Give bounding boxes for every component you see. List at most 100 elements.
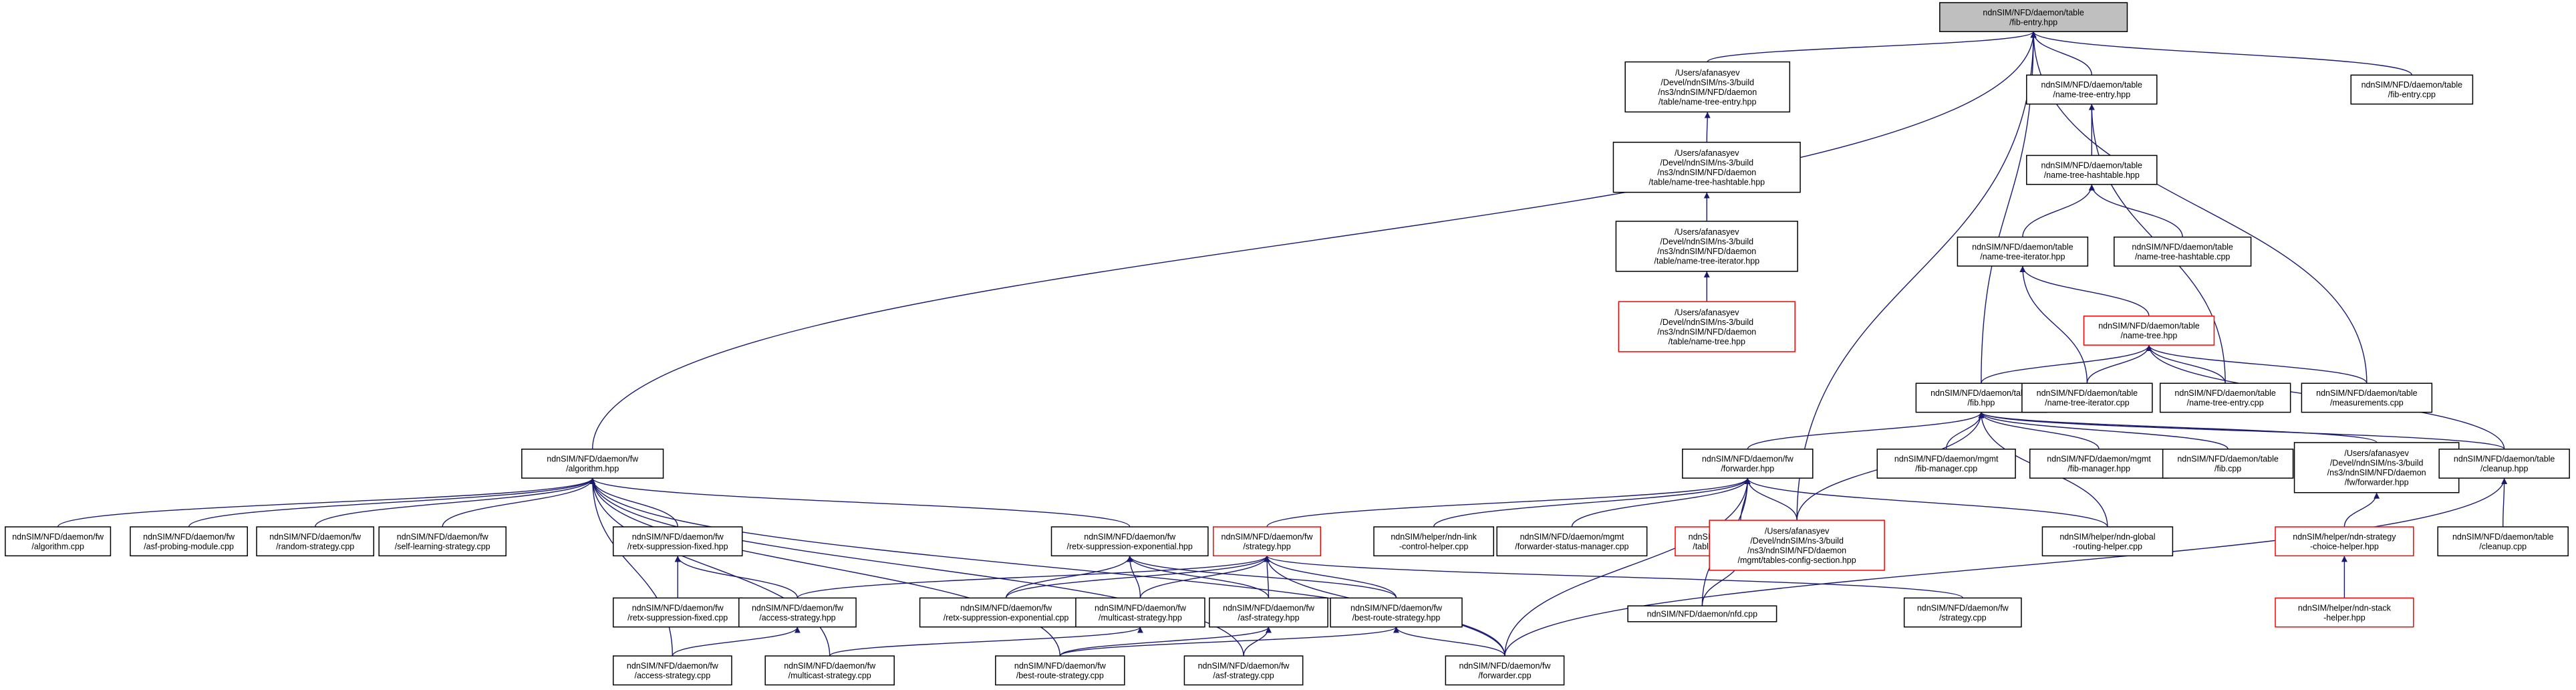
include-edge	[674, 556, 799, 598]
graph-node-fibcpp[interactable]: ndnSIM/NFD/daemon/table/fib.cpp	[2162, 449, 2294, 479]
graph-node-cleanup[interactable]: ndnSIM/NFD/daemon/table/cleanup.hpp	[2438, 449, 2570, 479]
graph-node-multicastcpp[interactable]: ndnSIM/NFD/daemon/fw/multicast-strategy.…	[764, 655, 895, 686]
node-box	[2041, 526, 2174, 557]
graph-node-nti_abs[interactable]: /Users/afanasyev/Devel/ndnSIM/ns-3/build…	[1615, 221, 1798, 272]
graph-node-ntecpp[interactable]: ndnSIM/NFD/daemon/table/name-tree-entry.…	[2159, 382, 2291, 413]
node-box	[2083, 316, 2215, 346]
graph-node-nti[interactable]: ndnSIM/NFD/daemon/table/name-tree-iterat…	[1957, 236, 2089, 267]
graph-node-accesshpp[interactable]: ndnSIM/NFD/daemon/fw/access-strategy.hpp	[738, 597, 857, 628]
graph-node-tcs_abs[interactable]: /Users/afanasyev/Devel/ndnSIM/ns-3/build…	[1709, 520, 1885, 571]
node-box	[1627, 605, 1777, 622]
node-label-line: /measurements.cpp	[2330, 398, 2404, 408]
graph-node-nticpp[interactable]: ndnSIM/NFD/daemon/table/name-tree-iterat…	[2021, 382, 2153, 413]
node-label-line: ndnSIM/NFD/daemon/mgmt	[1520, 532, 1624, 542]
graph-node-strathelper[interactable]: ndnSIM/helper/ndn-strategy-choice-helper…	[2275, 526, 2414, 557]
node-box	[1709, 520, 1885, 571]
graph-node-asfprob[interactable]: ndnSIM/NFD/daemon/fw/asf-probing-module.…	[130, 526, 248, 557]
node-label-line: /retx-suppression-exponential.cpp	[944, 613, 1069, 622]
node-label-line: ndnSIM/NFD/daemon/mgmt	[1894, 455, 1999, 464]
graph-node-retxexp[interactable]: ndnSIM/NFD/daemon/fw/retx-suppression-ex…	[1050, 526, 1209, 557]
node-box	[1618, 301, 1796, 352]
graph-node-cleanupcpp[interactable]: ndnSIM/NFD/daemon/table/cleanup.cpp	[2437, 526, 2569, 557]
include-edge	[442, 477, 596, 528]
graph-node-random[interactable]: ndnSIM/NFD/daemon/fw/random-strategy.cpp	[256, 526, 375, 557]
graph-node-fwd[interactable]: ndnSIM/NFD/daemon/fw/forwarder.hpp	[1682, 449, 1814, 479]
graph-node-algocpp[interactable]: ndnSIM/NFD/daemon/fw/algorithm.cpp	[5, 526, 112, 557]
graph-node-selflearn[interactable]: ndnSIM/NFD/daemon/fw/self-learning-strat…	[378, 526, 507, 557]
graph-node-asfhpp[interactable]: ndnSIM/NFD/daemon/fw/asf-strategy.hpp	[1209, 597, 1328, 628]
include-edge	[57, 477, 596, 528]
include-edge	[1981, 31, 2037, 384]
include-edge	[1005, 556, 1270, 598]
include-edge	[1744, 478, 1798, 521]
graph-node-retxfixedcpp[interactable]: ndnSIM/NFD/daemon/fw/retx-suppression-fi…	[612, 597, 743, 628]
node-label-line: /forwarder.hpp	[1721, 464, 1774, 473]
node-box	[1209, 597, 1328, 628]
graph-node-linkctl[interactable]: ndnSIM/helper/ndn-link-control-helper.cp…	[1373, 526, 1494, 557]
graph-node-root[interactable]: ndnSIM/NFD/daemon/table/fib-entry.hpp	[1939, 2, 2128, 33]
node-label-line: ndnSIM/NFD/daemon/fw	[397, 532, 489, 542]
graph-node-nt_abs[interactable]: /Users/afanasyev/Devel/ndnSIM/ns-3/build…	[1618, 301, 1796, 352]
graph-node-nthcpp[interactable]: ndnSIM/NFD/daemon/table/name-tree-hashta…	[2114, 236, 2252, 267]
node-label-line: /name-tree-iterator.cpp	[2045, 398, 2129, 408]
graph-node-nfdcpp[interactable]: ndnSIM/NFD/daemon/nfd.cpp	[1627, 605, 1777, 622]
graph-node-strategy[interactable]: ndnSIM/NFD/daemon/fw/strategy.hpp	[1212, 526, 1321, 557]
graph-node-asfcpp[interactable]: ndnSIM/NFD/daemon/fw/asf-strategy.cpp	[1183, 655, 1304, 686]
node-box	[256, 526, 375, 557]
node-box	[378, 526, 507, 557]
include-edge	[2022, 184, 2095, 237]
include-edge	[1978, 412, 2229, 450]
node-box	[2437, 526, 2569, 557]
graph-node-multicasthpp[interactable]: ndnSIM/NFD/daemon/fw/multicast-strategy.…	[1075, 597, 1205, 628]
include-edge	[2019, 265, 2150, 316]
graph-node-globalrouting[interactable]: ndnSIM/helper/ndn-global-routing-helper.…	[2041, 526, 2174, 557]
node-label-line: /forwarder.cpp	[1478, 671, 1531, 680]
node-label-line: /name-tree-hashtable.hpp	[2044, 170, 2140, 180]
graph-node-nt[interactable]: ndnSIM/NFD/daemon/table/name-tree.hpp	[2083, 316, 2215, 346]
graph-node-accesscpp[interactable]: ndnSIM/NFD/daemon/fw/access-strategy.cpp	[612, 655, 732, 686]
node-box	[2301, 382, 2433, 413]
graph-node-bestroutehpp[interactable]: ndnSIM/NFD/daemon/fw/best-route-strategy…	[1330, 597, 1463, 628]
graph-node-fibmgr1[interactable]: ndnSIM/NFD/daemon/mgmt/fib-manager.cpp	[1876, 449, 2016, 479]
graph-node-nth[interactable]: ndnSIM/NFD/daemon/table/name-tree-hashta…	[2026, 154, 2158, 185]
graph-node-bestroutecpp[interactable]: ndnSIM/NFD/daemon/fw/best-route-strategy…	[995, 655, 1125, 686]
graph-node-retxexpcpp[interactable]: ndnSIM/NFD/daemon/fw/retx-suppression-ex…	[919, 597, 1093, 628]
graph-node-meas[interactable]: ndnSIM/NFD/daemon/table/measurements.cpp	[2301, 382, 2433, 413]
node-label-line: /Users/afanasyev	[1675, 148, 1739, 158]
graph-node-fwd_abs[interactable]: /Users/afanasyev/Devel/ndnSIM/ns-3/build…	[2293, 442, 2460, 493]
node-label-line: /Devel/ndnSIM/ns-3/build	[1750, 536, 1844, 546]
include-edge	[1747, 412, 1985, 450]
node-box	[2026, 74, 2158, 105]
graph-node-algo[interactable]: ndnSIM/NFD/daemon/fw/algorithm.hpp	[521, 449, 664, 479]
node-box	[2293, 442, 2460, 493]
node-box	[1876, 449, 2016, 479]
node-layer: ndnSIM/NFD/daemon/table/fib-entry.hpp/Us…	[5, 2, 2570, 686]
node-label-line: ndnSIM/NFD/daemon/table	[1983, 8, 2084, 17]
node-box	[764, 655, 895, 686]
node-label-line: /ns3/ndnSIM/NFD/daemon	[1657, 168, 1756, 177]
graph-node-fibcpp_e[interactable]: ndnSIM/NFD/daemon/table/fib-entry.cpp	[2350, 74, 2474, 105]
include-edge	[589, 478, 1061, 657]
include-edge	[1707, 31, 2037, 63]
graph-node-fibmgr2[interactable]: ndnSIM/NFD/daemon/mgmt/fib-manager.hpp	[2029, 449, 2169, 479]
node-label-line: /self-learning-strategy.cpp	[395, 542, 490, 551]
node-label-line: ndnSIM/NFD/daemon/table	[2041, 160, 2143, 170]
include-edge	[188, 477, 596, 528]
graph-node-strategycpp[interactable]: ndnSIM/NFD/daemon/fw/strategy.cpp	[1903, 597, 2022, 628]
include-edge	[2086, 345, 2152, 384]
node-label-line: /Devel/ndnSIM/ns-3/build	[1660, 158, 1753, 167]
graph-node-fwdcpp[interactable]: ndnSIM/NFD/daemon/fw/forwarder.cpp	[1445, 655, 1565, 686]
graph-node-nte_abs[interactable]: /Users/afanasyev/Devel/ndnSIM/ns-3/build…	[1624, 61, 1791, 113]
graph-node-stackhelper[interactable]: ndnSIM/helper/ndn-stack-helper.hpp	[2275, 597, 2414, 628]
node-label-line: /fw/forwarder.hpp	[2345, 478, 2409, 487]
node-label-line: ndnSIM/NFD/daemon/fw	[547, 455, 639, 464]
graph-node-nth_abs[interactable]: /Users/afanasyev/Devel/ndnSIM/ns-3/build…	[1612, 142, 1801, 193]
node-label-line: /asf-strategy.hpp	[1238, 613, 1299, 622]
node-label-line: /name-tree-entry.cpp	[2187, 398, 2264, 408]
graph-node-retxfixed[interactable]: ndnSIM/NFD/daemon/fw/retx-suppression-fi…	[612, 526, 743, 557]
include-edge	[1059, 626, 1272, 657]
graph-node-fsm[interactable]: ndnSIM/NFD/daemon/mgmt/forwarder-status-…	[1496, 526, 1648, 557]
graph-node-nte[interactable]: ndnSIM/NFD/daemon/table/name-tree-entry.…	[2026, 74, 2158, 105]
node-label-line: -routing-helper.cpp	[2073, 542, 2142, 551]
